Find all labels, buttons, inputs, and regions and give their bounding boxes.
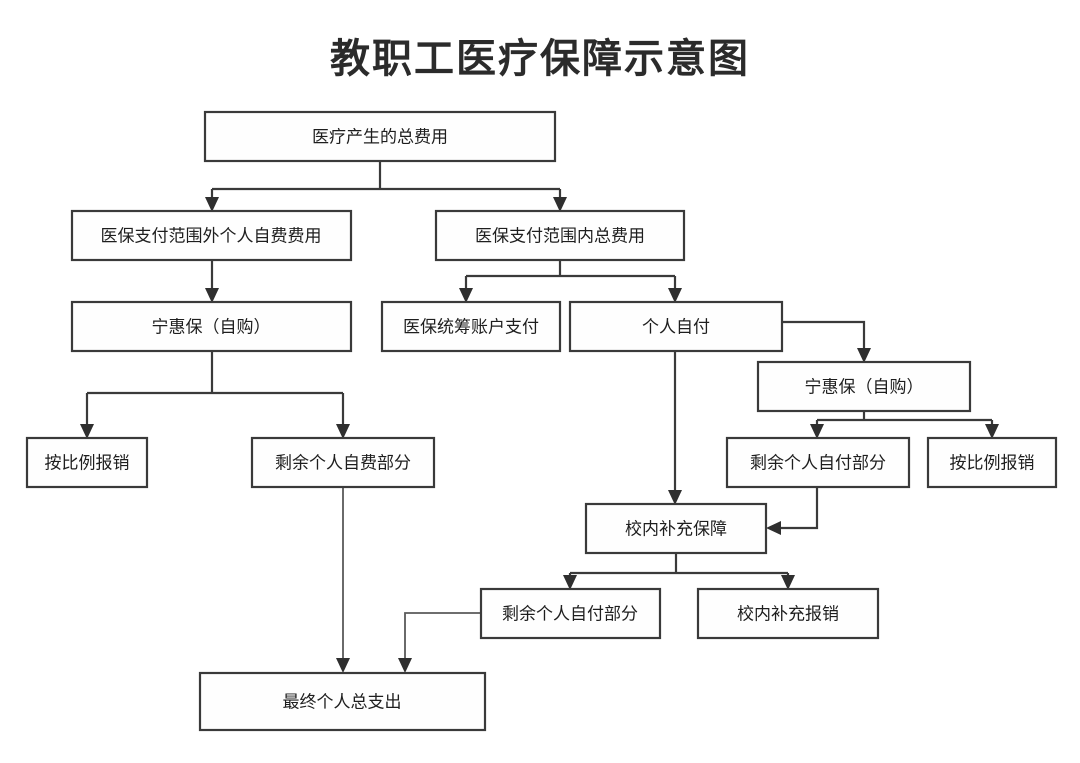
node-label-self-pay: 个人自付 <box>642 317 710 336</box>
node-label-ratio-reimb-right: 按比例报销 <box>950 453 1035 472</box>
node-label-campus-reimb: 校内补充报销 <box>737 604 839 623</box>
node-in-scope[interactable]: 医保支付范围内总费用 <box>434 209 686 262</box>
edge-remain-selfpay1-to-campus <box>775 487 819 530</box>
arrow-to-self-pay <box>668 288 682 303</box>
node-label-final-total: 最终个人总支出 <box>283 692 402 711</box>
edge-selfpay-to-ninghuibao-right <box>782 320 866 354</box>
arrow-to-final-total-right <box>398 658 412 673</box>
node-ninghuibao-right[interactable]: 宁惠保（自购） <box>756 360 972 413</box>
node-label-out-of-scope: 医保支付范围外个人自费费用 <box>101 226 322 245</box>
arrow-to-out-of-scope <box>205 197 219 212</box>
node-campus-reimb[interactable]: 校内补充报销 <box>696 587 880 640</box>
arrow-to-ninghuibao-left <box>205 288 219 303</box>
node-layer: 医疗产生的总费用 医保支付范围外个人自费费用 医保支付范围内总费用 宁惠保（自购… <box>25 110 1058 732</box>
node-ratio-reimb-right[interactable]: 按比例报销 <box>926 436 1058 489</box>
edge-inscope-split <box>464 260 677 294</box>
arrow-to-final-total-left <box>336 658 350 673</box>
arrow-to-remain-self-pay-2 <box>563 575 577 590</box>
arrow-to-in-scope <box>553 197 567 212</box>
node-label-remain-self-pay-1: 剩余个人自付部分 <box>750 453 886 472</box>
node-pooled-account[interactable]: 医保统筹账户支付 <box>380 300 562 353</box>
node-remain-self-cost[interactable]: 剩余个人自费部分 <box>250 436 436 489</box>
arrow-to-remain-self-pay-1 <box>810 424 824 439</box>
arrow-to-campus-supplement-right <box>766 521 781 535</box>
arrow-to-ratio-reimb-right <box>985 424 999 439</box>
node-remain-self-pay-1[interactable]: 剩余个人自付部分 <box>725 436 911 489</box>
edge-campus-supplement-split <box>568 553 790 581</box>
node-label-campus-supplement: 校内补充保障 <box>625 519 727 538</box>
node-ninghuibao-left[interactable]: 宁惠保（自购） <box>70 300 353 353</box>
node-label-remain-self-pay-2: 剩余个人自付部分 <box>502 604 638 623</box>
arrow-to-ninghuibao-right <box>857 348 871 363</box>
node-total-cost[interactable]: 医疗产生的总费用 <box>203 110 557 163</box>
edge-total-split <box>210 161 562 203</box>
node-label-ratio-reimb-left: 按比例报销 <box>45 453 130 472</box>
edge-ninghuibao-left-split <box>85 351 345 430</box>
node-label-in-scope: 医保支付范围内总费用 <box>475 226 645 245</box>
arrow-to-pooled-account <box>459 288 473 303</box>
node-ratio-reimb-left[interactable]: 按比例报销 <box>25 436 149 489</box>
edge-ninghuibao-right-split <box>815 411 994 430</box>
arrow-to-campus-reimb <box>781 575 795 590</box>
node-final-total[interactable]: 最终个人总支出 <box>198 671 487 732</box>
node-remain-self-pay-2[interactable]: 剩余个人自付部分 <box>479 587 662 640</box>
node-label-ninghuibao-right: 宁惠保（自购） <box>805 377 924 396</box>
arrow-to-ratio-reimb-left <box>80 424 94 439</box>
node-label-ninghuibao-left: 宁惠保（自购） <box>152 317 271 336</box>
edge-remain-selfpay2-to-final <box>404 612 481 664</box>
node-campus-supplement[interactable]: 校内补充保障 <box>584 502 768 555</box>
arrow-to-remain-self-cost <box>336 424 350 439</box>
node-label-pooled-account: 医保统筹账户支付 <box>403 317 539 336</box>
node-out-of-scope[interactable]: 医保支付范围外个人自费费用 <box>70 209 353 262</box>
edge-layer <box>80 161 999 673</box>
node-self-pay[interactable]: 个人自付 <box>568 300 784 353</box>
arrow-to-campus-supplement-top <box>668 490 682 505</box>
node-label-remain-self-cost: 剩余个人自费部分 <box>275 453 411 472</box>
node-label-total-cost: 医疗产生的总费用 <box>312 127 448 146</box>
page-title: 教职工医疗保障示意图 <box>330 37 750 81</box>
